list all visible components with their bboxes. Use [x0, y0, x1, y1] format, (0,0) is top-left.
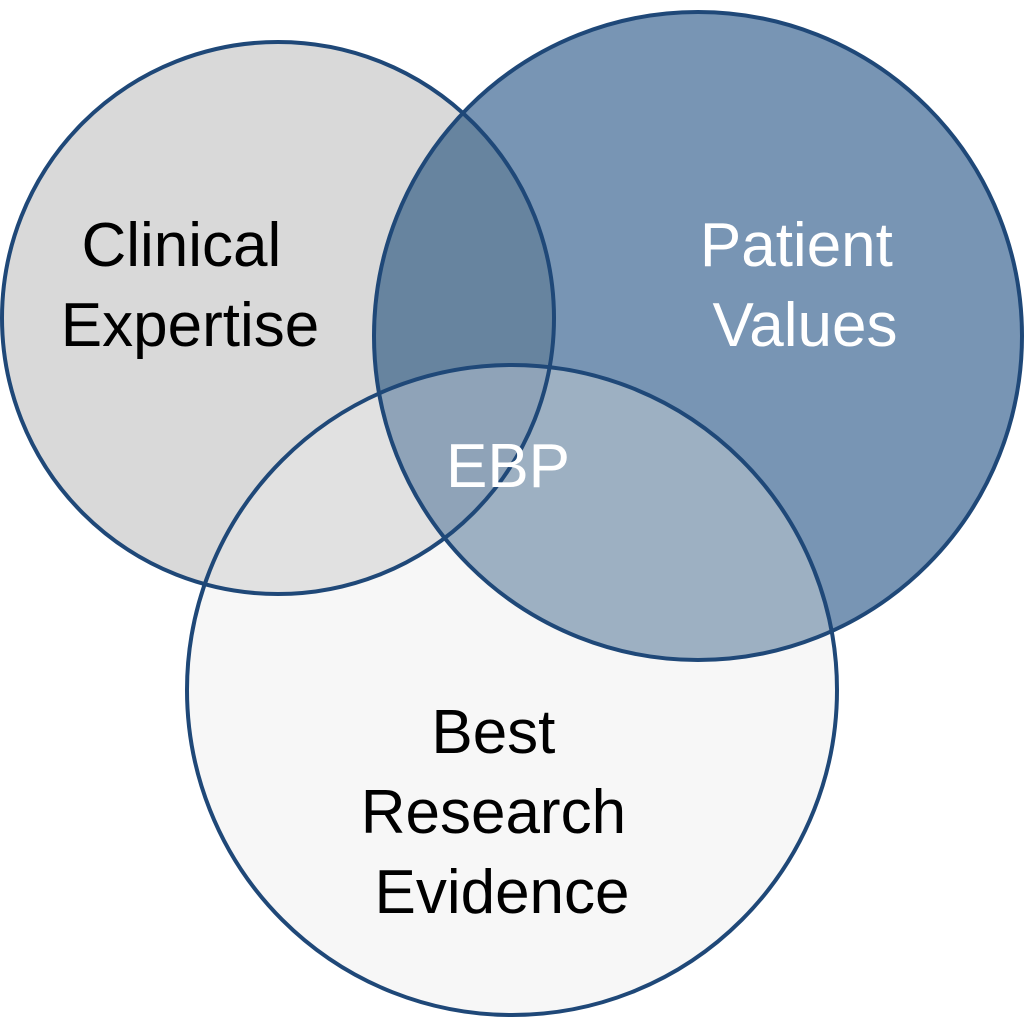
outline-research	[185, 363, 839, 1017]
label-best-research-evidence: Best Research Evidence	[361, 698, 644, 927]
label-research-line-3: Evidence	[374, 858, 629, 927]
label-research-line-1: Best	[431, 698, 555, 767]
label-ebp: EBP	[446, 432, 570, 501]
label-clinical-expertise: Clinical Expertise	[61, 211, 319, 360]
label-patient-line-1: Patient	[700, 211, 893, 280]
outline-patient	[372, 10, 1024, 662]
overlap-clinical-research	[187, 365, 554, 594]
label-clinical-line-1: Clinical	[81, 211, 281, 280]
label-clinical-line-2: Expertise	[61, 291, 319, 360]
label-patient-values: Patient Values	[700, 211, 910, 360]
outline-clinical	[0, 40, 556, 596]
overlap-patient-research	[374, 365, 837, 660]
label-patient-line-2: Values	[713, 291, 898, 360]
label-research-line-2: Research	[361, 778, 626, 847]
